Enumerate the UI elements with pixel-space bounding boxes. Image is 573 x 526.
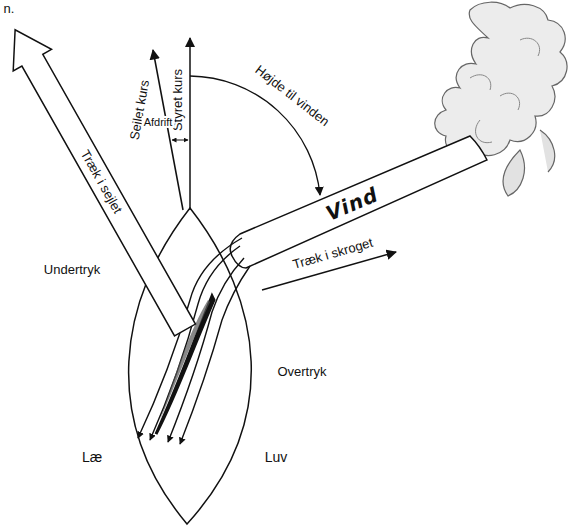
pressure-label: Undertryk [44, 263, 100, 277]
steered-course-arrow [189, 38, 191, 210]
course-label: Sejlet kurs [128, 79, 153, 141]
force-label: Træk i sejlet [76, 146, 125, 218]
pressure-label: Overtryk [277, 365, 326, 379]
sail-force-arrow [0, 19, 204, 341]
force-label: Træk i skroget [291, 236, 374, 273]
wind-label: Vind [321, 182, 383, 225]
side-label: Læ [82, 450, 102, 465]
fragment-label: n. [4, 2, 15, 16]
drift-arrow [172, 140, 188, 141]
side-label: Luv [265, 450, 288, 465]
angle-label: Højde til vinden [252, 63, 331, 129]
drift-label: Afdrift [142, 116, 175, 128]
